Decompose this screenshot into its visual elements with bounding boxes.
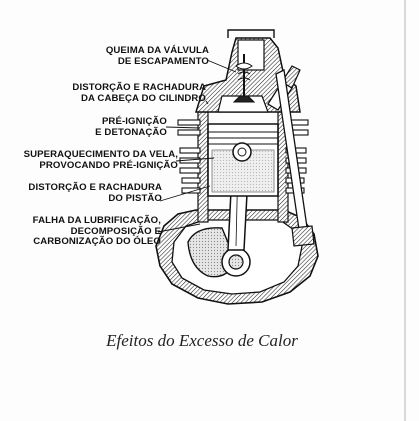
piston	[207, 123, 279, 197]
label-spark-plug-overheat: SUPERAQUECIMENTO DA VELA, PROVOCANDO PRÉ…	[23, 149, 178, 171]
label-preignition: PRÉ-IGNIÇÃO E DETONAÇÃO	[95, 116, 167, 138]
cooling-fins-left	[177, 119, 201, 194]
page-edge-shadow	[404, 0, 406, 421]
figure-caption: Efeitos do Excesso de Calor	[106, 331, 298, 350]
label-head-distortion: DISTORÇÃO E RACHADURA DA CABEÇA DO CILIN…	[72, 82, 206, 104]
label-piston-distortion: DISTORÇÃO E RACHADURA DO PISTÃO	[28, 182, 162, 204]
exhaust-valve	[232, 54, 256, 103]
label-lubrication-failure: FALHA DA LUBRIFICAÇÃO, DECOMPOSIÇÃO E CA…	[32, 215, 161, 247]
leader-lines	[157, 59, 237, 233]
label-exhaust-valve-burn: QUEIMA DA VÁLVULA DE ESCAPAMENTO	[105, 45, 209, 67]
push-rod	[275, 69, 315, 247]
